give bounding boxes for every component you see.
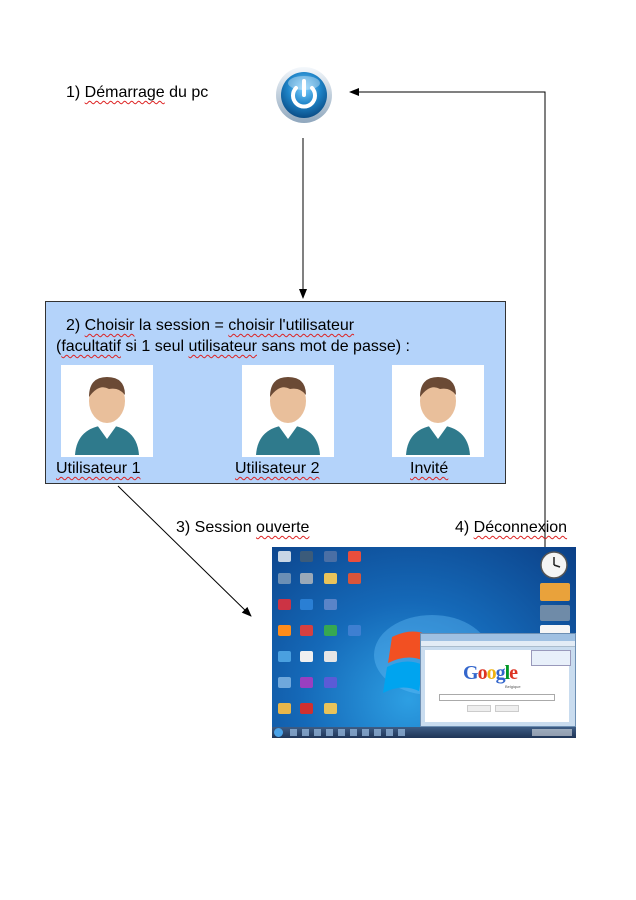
desktop-app-icon — [348, 625, 361, 636]
user-avatar-icon — [75, 377, 139, 455]
desktop-app-icon — [348, 573, 361, 584]
desktop-app-icon — [324, 599, 337, 610]
desktop-app-icon — [300, 599, 313, 610]
start-button-icon — [274, 728, 283, 737]
desktop-app-icon — [324, 573, 337, 584]
calendar-gadget — [540, 605, 570, 621]
browser-window: Google Belgique — [420, 633, 576, 727]
desktop-app-icon — [300, 703, 313, 714]
arrow-session-to-desktop — [117, 485, 252, 617]
browser-toolbar — [421, 641, 575, 647]
desktop-app-icon — [278, 573, 291, 584]
user-avatar-icon — [256, 377, 320, 455]
step1-text: 1) Démarrage du pc — [66, 84, 209, 101]
step4-label: 4) Déconnexion — [455, 519, 568, 536]
desktop-app-icon — [324, 677, 337, 688]
user-label-2: Utilisateur 2 — [235, 460, 320, 477]
taskbar — [272, 727, 576, 738]
step1-label: 1) Démarrage du pc — [66, 83, 208, 102]
user-label-1: Utilisateur 1 — [56, 460, 141, 477]
power-button-icon — [275, 66, 333, 124]
desktop-app-icon — [324, 625, 337, 636]
google-lucky-button — [495, 705, 519, 712]
step3-label: 3) Session ouverte — [176, 519, 310, 536]
weather-gadget — [540, 583, 570, 601]
user-card-1[interactable] — [61, 365, 153, 457]
user-card-guest[interactable] — [392, 365, 484, 457]
step2-subtitle: (facultatif si 1 seul utilisateur sans m… — [56, 338, 410, 355]
session-choice-box: 2) Choisir la session = choisir l'utilis… — [45, 301, 506, 484]
browser-dropdown-menu — [531, 650, 571, 666]
desktop-app-icon — [300, 651, 313, 662]
user-avatar-icon — [406, 377, 470, 455]
desktop-app-icon — [300, 551, 313, 562]
desktop-app-icon — [324, 551, 337, 562]
desktop-app-icon — [278, 703, 291, 714]
chrome-icon — [348, 551, 361, 562]
google-subtitle: Belgique — [505, 684, 521, 689]
desktop-app-icon — [278, 651, 291, 662]
desktop-app-icon — [324, 703, 337, 714]
google-search-button — [467, 705, 491, 712]
desktop-app-icon — [300, 677, 313, 688]
google-search-field — [439, 694, 555, 701]
step2-title: 2) Choisir la session = choisir l'utilis… — [66, 317, 355, 334]
arrow-logout-to-power — [349, 88, 546, 548]
google-logo: Google — [463, 662, 518, 684]
desktop-app-icon — [300, 625, 313, 636]
clock-gadget-icon — [540, 551, 568, 579]
desktop-app-icon — [278, 625, 291, 636]
desktop-app-icon — [300, 573, 313, 584]
browser-titlebar — [421, 634, 575, 641]
user-label-guest: Invité — [410, 460, 449, 477]
system-tray — [532, 729, 572, 736]
desktop-app-icon — [278, 677, 291, 688]
taskbar-app-icons — [290, 729, 410, 736]
user-card-2[interactable] — [242, 365, 334, 457]
desktop-screenshot: Google Belgique — [272, 547, 576, 738]
recycle-bin-icon — [278, 551, 291, 562]
desktop-app-icon — [278, 599, 291, 610]
spellcheck-mark — [90, 101, 152, 103]
desktop-app-icon — [324, 651, 337, 662]
